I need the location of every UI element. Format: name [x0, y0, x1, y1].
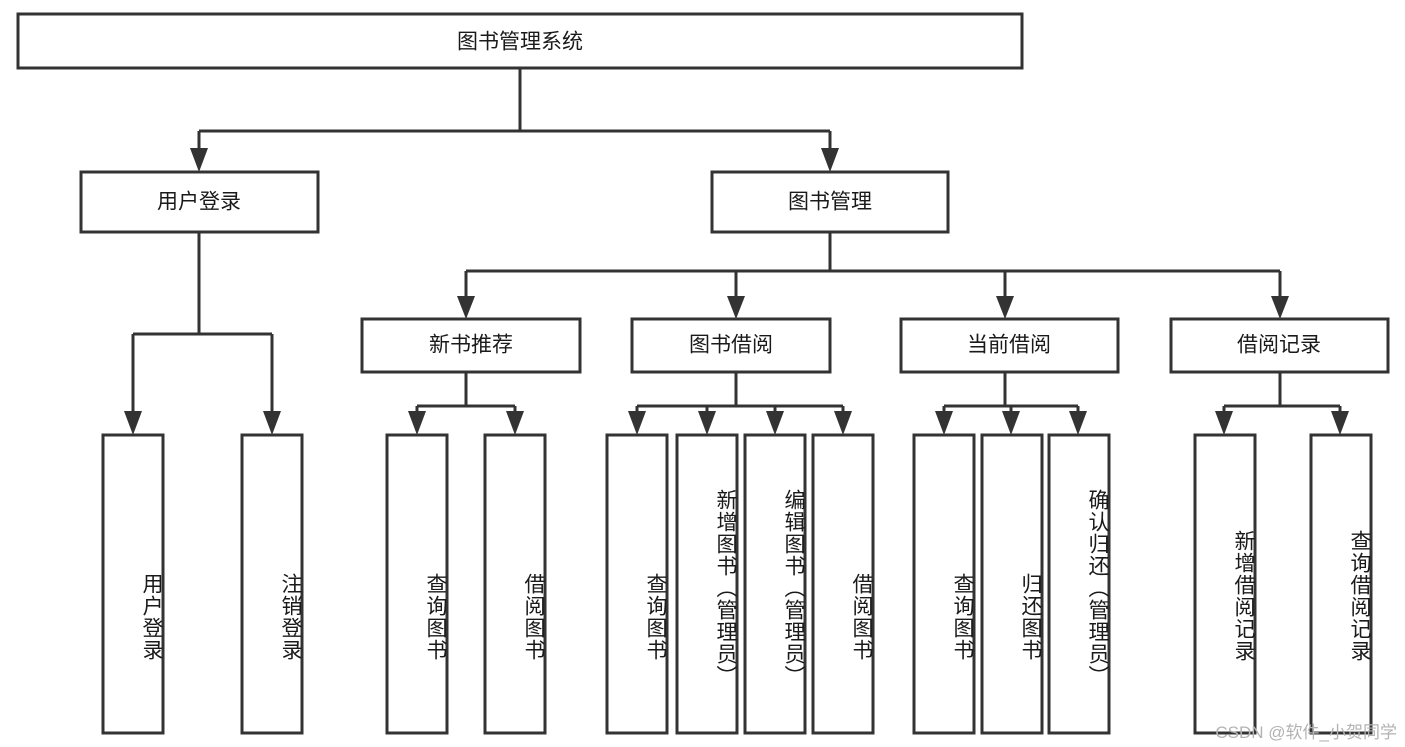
node-root-box[interactable]: [16, 12, 1024, 70]
node-leaf-add-record-box[interactable]: [1193, 433, 1257, 735]
connector-group: [124, 68, 1349, 435]
node-new-book-rec-label: 新书推荐: [429, 334, 513, 357]
node-root[interactable]: 图书管理系统: [16, 12, 1024, 70]
csdn-watermark: CSDN @软件_小贺同学: [1215, 723, 1397, 742]
node-borrow-record-box[interactable]: [1169, 317, 1390, 374]
node-new-book-rec[interactable]: 新书推荐: [360, 317, 582, 374]
node-book-borrow-box[interactable]: [630, 317, 832, 374]
arrow-head-borrow-record: [1271, 296, 1289, 319]
node-book-borrow[interactable]: 图书借阅: [630, 317, 832, 374]
node-leaf-borrow-book-1-box[interactable]: [483, 433, 547, 735]
arrow-head-current-borrow: [996, 296, 1014, 319]
node-leaf-query-book-3-box[interactable]: [912, 433, 976, 735]
node-leaf-add-book-box[interactable]: [675, 433, 739, 735]
arrow-head-leaf-borrow-book-2: [834, 411, 852, 435]
arrow-head-leaf-user-login: [124, 411, 142, 435]
arrow-head-leaf-borrow-book-1: [506, 411, 524, 435]
node-root-label: 图书管理系统: [457, 31, 583, 54]
node-borrow-record[interactable]: 借阅记录: [1169, 317, 1390, 374]
node-book-manage[interactable]: 图书管理: [710, 170, 950, 234]
node-current-borrow-label: 当前借阅: [967, 334, 1051, 357]
node-leaf-logout-box[interactable]: [240, 433, 304, 735]
node-leaf-borrow-book-2-box[interactable]: [811, 433, 875, 735]
node-book-manage-box[interactable]: [710, 170, 950, 234]
node-leaf-user-login-box[interactable]: [101, 433, 165, 735]
arrow-head-leaf-add-record: [1215, 411, 1233, 435]
node-user-login-label: 用户登录: [157, 191, 241, 214]
node-borrow-record-label: 借阅记录: [1237, 334, 1321, 357]
arrow-head-leaf-logout: [263, 411, 281, 435]
node-user-login-box[interactable]: [79, 170, 320, 234]
arrow-head-book-manage: [821, 148, 839, 172]
node-leaf-query-book-2-box[interactable]: [605, 433, 669, 735]
arrow-head-leaf-edit-book: [766, 411, 784, 435]
node-current-borrow[interactable]: 当前借阅: [899, 317, 1120, 374]
node-book-manage-label: 图书管理: [788, 191, 872, 214]
node-leaf-return-book-box[interactable]: [980, 433, 1044, 735]
arrow-head-leaf-return-book: [1002, 411, 1020, 435]
arrow-head-leaf-add-book: [698, 411, 716, 435]
node-leaf-query-record-box[interactable]: [1309, 433, 1373, 735]
node-leaf-edit-book-box[interactable]: [743, 433, 807, 735]
arrow-head-leaf-query-book-3: [935, 411, 953, 435]
node-new-book-rec-box[interactable]: [360, 317, 582, 374]
arrow-head-leaf-query-book-2: [628, 411, 646, 435]
arrow-head-book-borrow: [727, 296, 745, 319]
arrow-head-new-book-rec: [457, 296, 475, 319]
arrow-head-leaf-query-book-1: [408, 411, 426, 435]
node-leaf-confirm-return-box[interactable]: [1047, 433, 1111, 735]
node-book-borrow-label: 图书借阅: [689, 334, 773, 357]
node-current-borrow-box[interactable]: [899, 317, 1120, 374]
arrow-head-leaf-confirm-return: [1069, 411, 1087, 435]
arrow-head-leaf-query-record: [1331, 411, 1349, 435]
node-user-login[interactable]: 用户登录: [79, 170, 320, 234]
node-leaf-query-book-1-box[interactable]: [385, 433, 449, 735]
arrow-head-user-login: [190, 148, 208, 172]
